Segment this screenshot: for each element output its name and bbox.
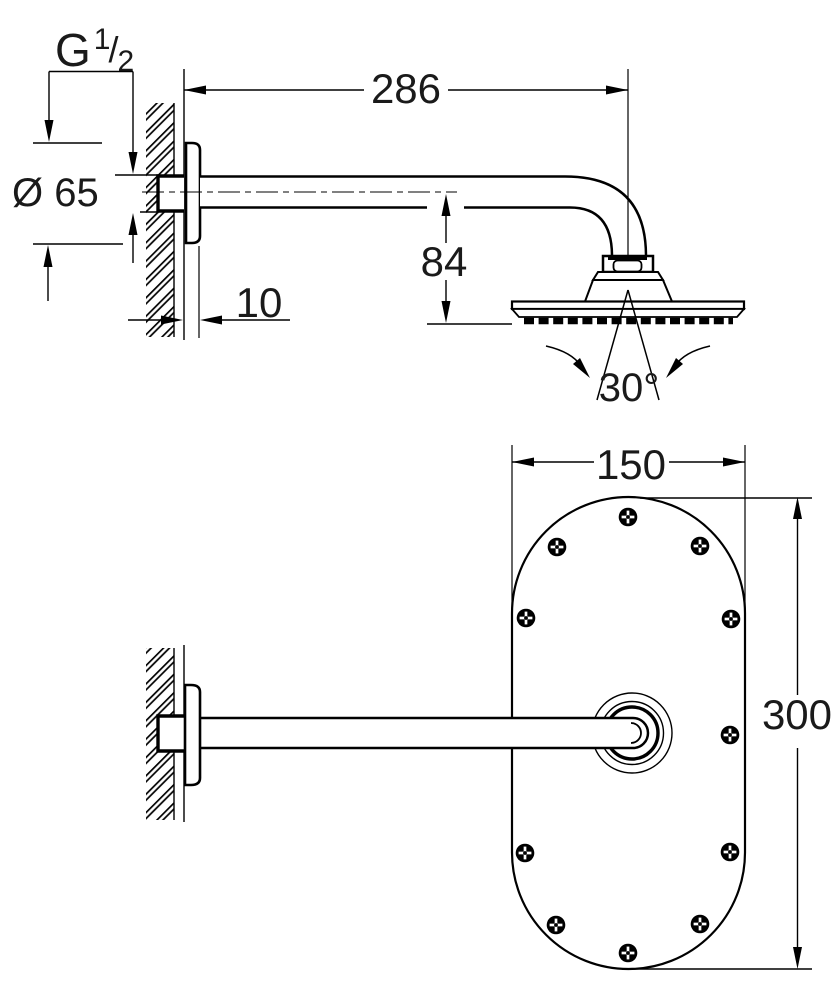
shower-arm-side <box>142 175 648 257</box>
head-face-taper <box>510 308 746 318</box>
screw <box>545 914 567 936</box>
arm-tube-plan <box>200 716 650 750</box>
arrow-head <box>43 245 53 267</box>
arrow-head <box>44 120 54 142</box>
arrow-head <box>793 497 802 519</box>
thread-denominator: 2 <box>117 45 134 78</box>
screw <box>720 608 742 630</box>
arm-body-fill <box>200 177 646 256</box>
arm-cap-inner-arc <box>630 722 642 744</box>
thread-numerator: 1 <box>94 23 111 56</box>
head-length-label: 300 <box>762 691 832 738</box>
screw <box>546 536 568 558</box>
arm-projection-label: 286 <box>371 65 441 112</box>
spray-angle-indicator: 30° <box>545 289 711 410</box>
screw <box>617 942 639 964</box>
screw <box>689 535 711 557</box>
dim-rosette-depth: 10 <box>128 246 290 338</box>
screw <box>689 913 711 935</box>
head-width-label: 150 <box>596 441 666 488</box>
arrow-head <box>200 315 222 325</box>
nut-inner-detail <box>612 259 643 273</box>
arrow-head <box>512 457 534 467</box>
dim-arm-projection: 286 <box>184 65 629 259</box>
wall-flange-side <box>184 141 202 245</box>
arrow-head <box>573 358 590 378</box>
screw <box>515 607 537 629</box>
dim-head-length: 300 <box>622 497 832 970</box>
arrow-head <box>441 301 451 323</box>
thread-fitting-side <box>156 174 184 213</box>
shower-arm-plan <box>200 716 650 750</box>
thread-prefix: G <box>55 24 91 76</box>
screw <box>719 841 741 863</box>
thread-fitting-plan <box>156 714 184 753</box>
arrow-head <box>184 85 206 95</box>
arrow-head <box>793 947 802 969</box>
wall-hatch-fill <box>146 103 174 337</box>
arrow-head <box>128 213 138 235</box>
bottom-view: 150 300 <box>146 441 832 971</box>
spray-angle-label: 30° <box>599 366 660 410</box>
arrow-head <box>606 85 628 95</box>
thread-separator: / <box>108 29 118 70</box>
screw <box>719 724 741 746</box>
shower-head-side <box>510 271 746 325</box>
arrow-head <box>723 457 745 467</box>
arrow-head <box>666 358 683 378</box>
screw <box>617 506 639 528</box>
arm-outer-edge <box>200 175 648 257</box>
head-cone-upper <box>591 271 665 281</box>
spray-line-left <box>596 289 629 401</box>
spray-line-right <box>627 289 660 401</box>
arrow-head <box>128 152 138 174</box>
dim-flange-diameter: Ø 65 <box>12 142 123 301</box>
arrow-head <box>161 315 183 325</box>
rosette-depth-label: 10 <box>236 279 283 326</box>
screw <box>514 842 536 864</box>
arm-inner-edge <box>200 206 614 257</box>
dim-head-width: 150 <box>512 441 745 488</box>
wall-flange-plan <box>183 683 202 787</box>
head-drop-label: 84 <box>421 238 468 285</box>
head-rim-band <box>510 300 746 311</box>
flange-diameter-label: Ø 65 <box>12 171 99 215</box>
arrow-head <box>441 194 451 216</box>
dim-head-drop: 84 <box>421 194 512 325</box>
